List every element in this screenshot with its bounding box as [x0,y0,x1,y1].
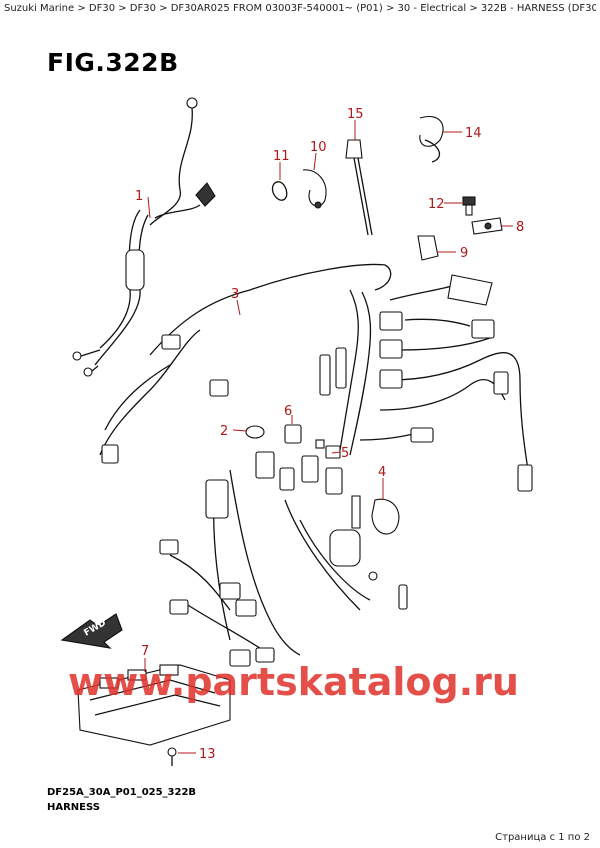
part-11-clip[interactable] [271,181,288,201]
part-15-tie[interactable] [345,139,373,236]
callout-13: 13 [199,747,216,762]
callout-7: 7 [141,644,149,659]
callout-2: 2 [220,424,228,439]
figure-title: FIG.322B [47,48,179,77]
callout-6: 6 [284,404,292,419]
harness-connectors [101,274,533,667]
part-12-bolt[interactable] [462,196,476,216]
figure-name: HARNESS [47,802,100,813]
callout-12: 12 [428,197,445,212]
callout-8: 8 [516,220,524,235]
callout-1: 1 [135,189,143,204]
callout-3: 3 [231,287,239,302]
callout-14: 14 [465,126,482,141]
breadcrumb: Suzuki Marine > DF30 > DF30 > DF30AR025 … [4,3,596,14]
part-9-clip[interactable] [417,235,439,261]
part-8-bracket[interactable] [471,217,503,235]
callout-11: 11 [273,149,290,164]
part-1-battery-cable[interactable] [72,97,216,377]
part-7-bracket[interactable] [77,664,231,746]
callout-9: 9 [460,246,468,261]
fwd-arrow: FWD [60,613,123,649]
callout-5: 5 [341,446,349,461]
page-indicator: Страница с 1 по 2 [495,832,590,843]
part-2-clamp[interactable] [245,425,265,439]
callout-10: 10 [310,140,327,155]
part-3-main-harness[interactable] [99,263,529,656]
part-6-relay[interactable] [284,424,302,444]
part-4-boot[interactable] [329,495,400,567]
part-10-clamp[interactable] [302,169,327,209]
part-13-screw[interactable] [167,747,177,766]
callout-15: 15 [347,107,364,122]
part-5-fuse[interactable] [315,439,341,459]
figure-code: DF25A_30A_P01_025_322B [47,787,197,798]
callouts: 1 2 3 4 5 6 7 8 9 10 11 12 13 14 15 [135,107,524,762]
watermark: www.partskatalog.ru [68,660,519,704]
part-14-clamp[interactable] [419,116,444,163]
callout-4: 4 [378,465,386,480]
